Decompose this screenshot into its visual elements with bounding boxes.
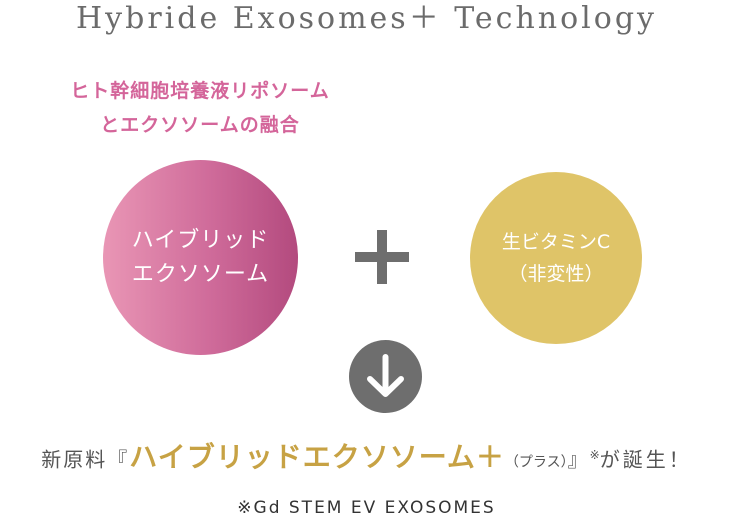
footnote: ※Gd STEM EV EXOSOMES: [237, 498, 496, 518]
hybrid-exosome-line-1: ハイブリッド: [131, 227, 270, 253]
product-plus-note: （プラス）: [504, 454, 568, 471]
product-name: ハイブリッドエクソソーム＋: [129, 440, 505, 474]
page-title: Hybride Exosomes＋ Technology: [76, 1, 657, 36]
hybrid-exosome-circle: ハイブリッド エクソソーム: [103, 160, 298, 355]
result-prefix: 新原料『: [41, 447, 130, 472]
vitamin-c-circle: 生ビタミンC （非変性）: [470, 172, 642, 344]
subtitle: ヒト幹細胞培養液リポソーム とエクソソームの融合: [20, 74, 380, 142]
arrow-down-circle-icon: [349, 340, 422, 413]
subtitle-line-1: ヒト幹細胞培養液リポソーム: [70, 80, 330, 102]
vitamin-c-line-1: 生ビタミンC: [501, 231, 611, 253]
vitamin-c-line-2: （非変性）: [508, 263, 604, 285]
note-mark: ※: [589, 448, 600, 462]
hybrid-exosome-line-2: エクソソーム: [131, 261, 270, 287]
subtitle-line-2: とエクソソームの融合: [100, 114, 300, 136]
result-statement: 新原料『ハイブリッドエクソソーム＋（プラス）』※が誕生！: [0, 432, 733, 478]
plus-icon: [355, 230, 409, 284]
result-suffix: が誕生！: [599, 447, 692, 472]
result-close-bracket: 』: [567, 447, 590, 472]
